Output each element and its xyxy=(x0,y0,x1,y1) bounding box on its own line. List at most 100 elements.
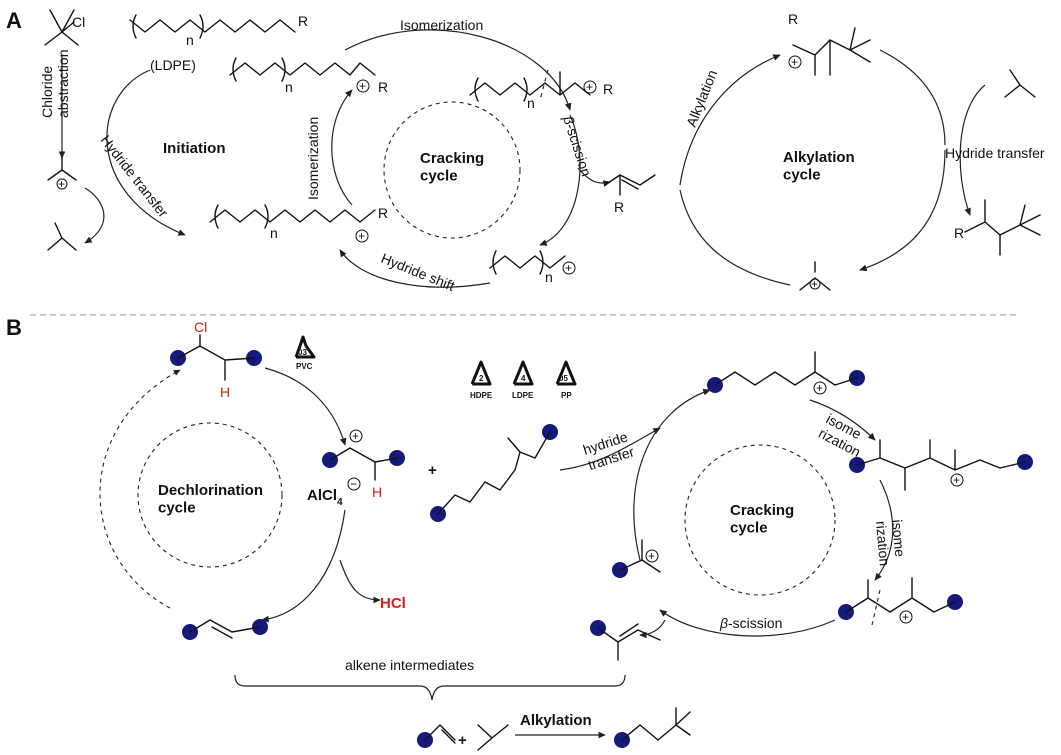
alkene-release-arrow-b xyxy=(639,619,666,639)
hydride-transfer-label-b: hydridetransfer xyxy=(581,428,636,473)
cracking-arc-top-right-b xyxy=(809,399,876,441)
dechlorination-inner-dashed xyxy=(137,422,283,568)
svg-text:+: + xyxy=(359,79,366,93)
fragment-carbocation: n + xyxy=(489,250,576,285)
bottom-carbocation-chain: n R + xyxy=(209,204,388,243)
cracking-cation-top: + xyxy=(707,351,865,395)
svg-text:PP: PP xyxy=(561,391,572,400)
svg-text:05: 05 xyxy=(559,374,568,383)
svg-text:R: R xyxy=(954,225,964,241)
initiation-label: Initiation xyxy=(163,140,226,157)
tert-butyl-cation-bottom: + xyxy=(799,261,831,291)
isomerization-arrow-a xyxy=(331,89,353,206)
svg-text:+: + xyxy=(358,229,365,243)
svg-text:+: + xyxy=(586,80,593,94)
alkene-brace xyxy=(234,674,626,701)
hydride-transfer-arrow-right xyxy=(959,84,986,216)
text-line: cycle xyxy=(783,166,821,183)
plus-sign-2: + xyxy=(458,732,467,749)
dechlorination-outer-dashed xyxy=(99,369,181,609)
svg-text:n: n xyxy=(545,269,553,285)
svg-text:PVC: PVC xyxy=(296,362,313,371)
isomerization-label-b1: isomerization xyxy=(816,411,871,461)
svg-text:+: + xyxy=(648,549,655,563)
pvc-h-label: H xyxy=(220,384,230,400)
beta-scission-arrow-a xyxy=(539,114,581,246)
anion-charge: − xyxy=(350,477,357,491)
recycle-icon-pp: 05 PP xyxy=(555,360,577,400)
svg-text:LDPE: LDPE xyxy=(512,391,534,400)
svg-text:+: + xyxy=(565,261,572,275)
tert-butyl-cation: + xyxy=(47,157,77,191)
tert-butyl-chloride: Cl xyxy=(44,9,85,46)
alkylation-label-a: Alkylation xyxy=(683,68,720,130)
cation-h-label: H xyxy=(372,484,382,500)
alkylation-arc-left xyxy=(679,189,791,286)
svg-text:4: 4 xyxy=(521,374,526,383)
dechlorination-arrow-top xyxy=(264,367,347,446)
pvc-unit: Cl H xyxy=(170,319,262,400)
cracking-arc-bottom-b xyxy=(659,609,836,637)
panel-a-label: A xyxy=(6,8,22,33)
text-line: abstraction xyxy=(55,50,71,118)
svg-text:2: 2 xyxy=(479,374,484,383)
svg-text:+: + xyxy=(791,55,798,69)
svg-text:+: + xyxy=(811,277,818,291)
svg-text:+: + xyxy=(352,429,359,443)
alkylation-arc-bottom xyxy=(859,149,946,272)
plus-sign-1: + xyxy=(428,462,437,479)
svg-text:R: R xyxy=(378,79,388,95)
chloride-free-cation: + H xyxy=(322,429,405,500)
alcl4-label: AlCl4 xyxy=(307,487,343,508)
svg-text:+: + xyxy=(902,610,909,624)
alkene-release-arrow xyxy=(577,167,611,187)
hydride-shift-arrow xyxy=(339,249,491,288)
alkene-intermediate-left xyxy=(182,619,268,640)
anion-charge-ring xyxy=(347,477,361,491)
cracking-cycle-dashed-a xyxy=(383,101,521,239)
svg-text:n: n xyxy=(270,225,278,241)
r-group-label: R xyxy=(298,13,308,29)
middle-carbocation-chain: n R + xyxy=(229,57,388,95)
recycle-icon-hdpe: 2 HDPE xyxy=(470,360,493,400)
svg-text:n: n xyxy=(285,79,293,95)
recycle-icon-pvc: 03 PVC xyxy=(294,335,316,371)
cracking-cation-right: + xyxy=(849,439,1033,491)
cracking-arc-left-b xyxy=(633,388,711,561)
beta-scission-label-b: β-scission xyxy=(719,615,782,631)
scission-precursor-chain: n R + xyxy=(469,69,613,111)
svg-text:+: + xyxy=(816,381,823,395)
cracking-arc-right-b xyxy=(874,479,894,581)
alkene-intermediate-right xyxy=(590,620,661,661)
text-line: rization xyxy=(873,520,893,566)
alkene-intermediates-label: alkene intermediates xyxy=(345,657,474,673)
hydride-transfer-label-a: Hydride transfer xyxy=(98,132,172,221)
chlorine-label: Cl xyxy=(72,14,85,30)
svg-text:R: R xyxy=(603,81,613,97)
dechlorination-arrow-bottom xyxy=(261,509,346,623)
pvc-cl-label: Cl xyxy=(194,319,207,335)
ldpe-label: (LDPE) xyxy=(150,57,196,73)
hydride-transfer-small-arc xyxy=(84,187,105,244)
svg-text:R: R xyxy=(788,11,798,27)
hcl-label: HCl xyxy=(380,595,406,612)
isomerization-label-b2: isomerization xyxy=(873,519,909,567)
initiation-arc xyxy=(106,69,186,236)
chloride-abstraction-label: Chlorideabstraction xyxy=(39,50,71,118)
svg-text:n: n xyxy=(527,95,535,111)
ldpe-chain: n R (LDPE) xyxy=(129,13,308,73)
small-cation-b: + xyxy=(612,539,661,578)
hcl-release-arrow xyxy=(339,559,381,604)
hydride-shift-label: Hydride shift xyxy=(379,250,457,294)
cracking-cycle-dashed-b xyxy=(684,444,836,596)
svg-text:R: R xyxy=(378,205,388,221)
text-line: cycle xyxy=(158,499,196,516)
isomerization-label-a1: Isomerization xyxy=(305,117,321,200)
svg-text:+: + xyxy=(58,177,65,191)
polyolefin-chain xyxy=(430,424,558,522)
